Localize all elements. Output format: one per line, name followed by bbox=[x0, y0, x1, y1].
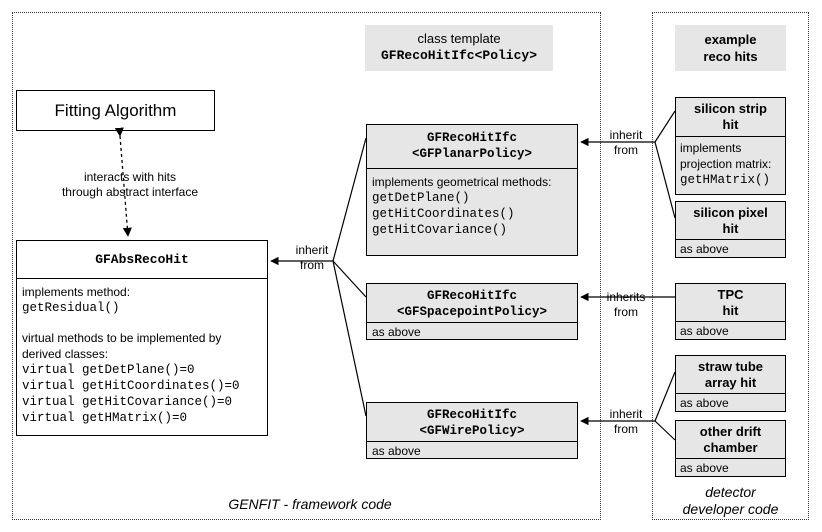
spacepoint-policy-title-line2: <GFSpacepointPolicy> bbox=[396, 305, 548, 319]
planar-method: getDetPlane() bbox=[372, 191, 470, 205]
spacepoint-policy-desc: as above bbox=[372, 325, 421, 339]
planar-policy-box: GFRecoHitIfc <GFPlanarPolicy> implements… bbox=[366, 124, 578, 256]
silicon-strip-desc-2: projection matrix: bbox=[680, 157, 772, 171]
drift-chamber-hit-divider bbox=[676, 458, 785, 459]
silicon-pixel-hit-title: silicon pixel hit bbox=[676, 202, 785, 239]
silicon-strip-desc-1: implements bbox=[680, 141, 742, 155]
inherit-label-wire: inherit from bbox=[598, 407, 654, 437]
silicon-pixel-hit-desc: as above bbox=[680, 242, 729, 256]
straw-to-wire-line bbox=[654, 371, 676, 422]
wire-policy-title: GFRecoHitIfc <GFWirePolicy> bbox=[367, 403, 577, 441]
silicon-pixel-hit-box: silicon pixel hit as above bbox=[675, 201, 786, 258]
inherit-label-wire-line1: inherit bbox=[609, 407, 643, 421]
planar-to-abs-line bbox=[332, 137, 367, 262]
abs-reco-hit-divider bbox=[17, 278, 267, 279]
example-hits-label: example reco hits bbox=[675, 25, 786, 71]
planar-method: getHitCovariance() bbox=[372, 223, 508, 237]
silicon-strip-hit-title-line1: silicon strip bbox=[694, 101, 767, 116]
inherit-label-left-line1: inherit bbox=[295, 243, 329, 257]
fitting-algorithm-title: Fitting Algorithm bbox=[54, 100, 177, 120]
drift-chamber-hit-box: other drift chamber as above bbox=[675, 420, 786, 477]
straw-tube-hit-desc: as above bbox=[680, 396, 729, 410]
wire-policy-title-line1: GFRecoHitIfc bbox=[426, 408, 517, 422]
virtual-method: virtual getHMatrix()=0 bbox=[22, 411, 188, 425]
wire-policy-box: GFRecoHitIfc <GFWirePolicy> as above bbox=[366, 402, 578, 459]
framework-region bbox=[12, 12, 601, 520]
silicon-pixel-hit-title-line2: hit bbox=[722, 221, 739, 236]
tpc-hit-box: TPC hit as above bbox=[675, 283, 786, 340]
abs-reco-hit-box: GFAbsRecoHit implements method: getResid… bbox=[16, 240, 268, 436]
fitting-link-arrow bbox=[114, 127, 132, 237]
planar-policy-desc: implements geometrical methods: bbox=[372, 175, 552, 189]
inherit-label-planar-line2: from bbox=[614, 143, 638, 157]
developer-region bbox=[652, 12, 809, 520]
class-template-line1: class template bbox=[417, 31, 501, 46]
abs-reco-hit-title: GFAbsRecoHit bbox=[95, 252, 189, 267]
virtual-method: virtual getDetPlane()=0 bbox=[22, 363, 195, 377]
example-hits-line2: reco hits bbox=[703, 49, 758, 64]
fitting-algorithm-box: Fitting Algorithm bbox=[16, 90, 215, 131]
class-template-name: GFRecoHitIfc<Policy> bbox=[380, 48, 538, 63]
silicon-strip-hit-box: silicon strip hit implements projection … bbox=[675, 97, 786, 195]
straw-tube-hit-divider bbox=[676, 393, 785, 394]
class-template-label: class template GFRecoHitIfc<Policy> bbox=[365, 25, 553, 71]
silicon-strip-method: getHMatrix() bbox=[680, 173, 771, 187]
example-hits-line1: example bbox=[704, 32, 757, 47]
planar-policy-title-line2: <GFPlanarPolicy> bbox=[411, 147, 533, 161]
developer-label-line2: developer code bbox=[682, 501, 779, 517]
wire-policy-title-line2: <GFWirePolicy> bbox=[419, 424, 525, 438]
straw-tube-hit-title-line2: array hit bbox=[704, 375, 757, 390]
inherit-label-planar: inherit from bbox=[598, 128, 654, 158]
tpc-hit-title-line1: TPC bbox=[717, 287, 744, 302]
impl-label: implements method: bbox=[22, 285, 131, 299]
developer-code-label: detector developer code bbox=[652, 484, 809, 518]
inherit-label-wire-line2: from bbox=[614, 422, 638, 436]
abs-reco-hit-body: implements method: getResidual() virtual… bbox=[17, 279, 267, 426]
spacepoint-policy-divider bbox=[367, 322, 577, 323]
straw-tube-hit-title: straw tube array hit bbox=[676, 356, 785, 393]
drift-chamber-hit-title-line2: chamber bbox=[703, 440, 758, 455]
pixel-to-planar-line bbox=[654, 141, 676, 219]
strip-to-planar-line bbox=[654, 110, 676, 143]
drift-to-wire-line bbox=[654, 420, 676, 441]
inherit-label-planar-line1: inherit bbox=[609, 128, 643, 142]
impl-method: getResidual() bbox=[22, 301, 120, 315]
silicon-pixel-hit-divider bbox=[676, 239, 785, 240]
planar-method: getHitCoordinates() bbox=[372, 207, 515, 221]
planar-policy-title: GFRecoHitIfc <GFPlanarPolicy> bbox=[367, 125, 577, 168]
virtual-label-1: virtual methods to be implemented by bbox=[22, 331, 222, 345]
drift-chamber-hit-title-line1: other drift bbox=[699, 424, 762, 439]
straw-tube-hit-title-line1: straw tube bbox=[697, 359, 763, 374]
tpc-hit-desc: as above bbox=[680, 324, 729, 338]
spacepoint-policy-title-line1: GFRecoHitIfc bbox=[426, 289, 517, 303]
drift-chamber-hit-title: other drift chamber bbox=[676, 421, 785, 458]
developer-label-line1: detector bbox=[705, 484, 756, 500]
tpc-hit-title-line2: hit bbox=[722, 303, 739, 318]
planar-policy-divider bbox=[367, 168, 577, 169]
spacepoint-policy-title: GFRecoHitIfc <GFSpacepointPolicy> bbox=[367, 284, 577, 322]
inherit-label-spacepoint-line2: from bbox=[614, 305, 638, 319]
straw-tube-hit-box: straw tube array hit as above bbox=[675, 355, 786, 412]
tpc-hit-divider bbox=[676, 321, 785, 322]
silicon-strip-hit-title: silicon strip hit bbox=[676, 98, 785, 136]
wire-policy-divider bbox=[367, 441, 577, 442]
framework-code-label: GENFIT - framework code bbox=[228, 496, 392, 512]
silicon-strip-hit-title-line2: hit bbox=[722, 117, 739, 132]
virtual-method: virtual getHitCoordinates()=0 bbox=[22, 379, 240, 393]
virtual-label-2: derived classes: bbox=[22, 347, 109, 361]
wire-to-abs-line bbox=[332, 260, 367, 417]
wire-policy-desc: as above bbox=[372, 444, 421, 458]
spacepoint-to-abs-line bbox=[332, 260, 367, 298]
spacepoint-policy-box: GFRecoHitIfc <GFSpacepointPolicy> as abo… bbox=[366, 283, 578, 340]
silicon-strip-hit-divider bbox=[676, 136, 785, 137]
virtual-method: virtual getHitCovariance()=0 bbox=[22, 395, 233, 409]
tpc-hit-title: TPC hit bbox=[676, 284, 785, 321]
drift-chamber-hit-desc: as above bbox=[680, 461, 729, 475]
planar-policy-title-line1: GFRecoHitIfc bbox=[426, 131, 517, 145]
silicon-pixel-hit-title-line1: silicon pixel bbox=[693, 205, 768, 220]
